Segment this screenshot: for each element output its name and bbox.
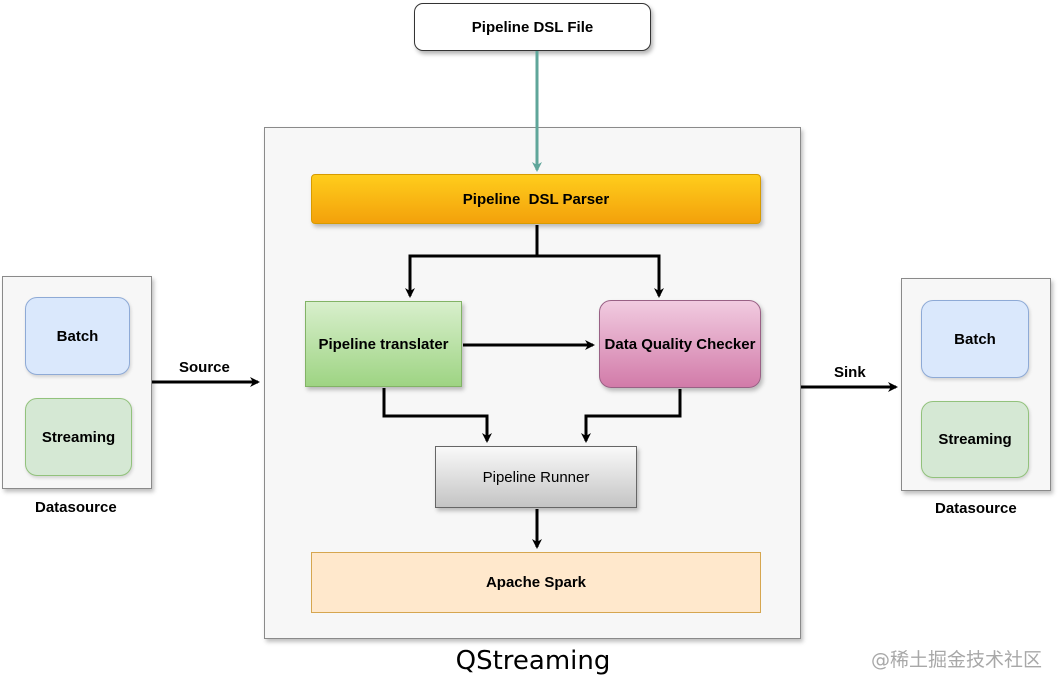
left-datasource-label: Datasource (35, 499, 117, 516)
source-edge-label: Source (178, 359, 231, 376)
data-quality-checker-node: Data Quality Checker (599, 300, 761, 388)
sink-edge-label: Sink (833, 364, 867, 381)
right-streaming-node: Streaming (921, 401, 1029, 478)
apache-spark-node: Apache Spark (311, 552, 761, 613)
edge-checker-to-runner (581, 389, 682, 443)
diagram-title: QStreaming (455, 646, 611, 676)
pipeline-dsl-file-node: Pipeline DSL File (414, 3, 651, 51)
edge-parser-to-translater (405, 225, 539, 298)
pipeline-translater-node: Pipeline translater (305, 301, 462, 387)
left-batch-node: Batch (25, 297, 130, 375)
edge-translater-to-runner (382, 388, 492, 443)
right-batch-node: Batch (921, 300, 1029, 378)
pipeline-runner-node: Pipeline Runner (435, 446, 637, 508)
right-datasource-label: Datasource (935, 500, 1017, 517)
edge-parser-to-checker (537, 254, 664, 298)
left-streaming-node: Streaming (25, 398, 132, 476)
watermark-text: @稀土掘金技术社区 (870, 649, 1042, 671)
pipeline-dsl-parser-node: Pipeline DSL Parser (311, 174, 761, 224)
